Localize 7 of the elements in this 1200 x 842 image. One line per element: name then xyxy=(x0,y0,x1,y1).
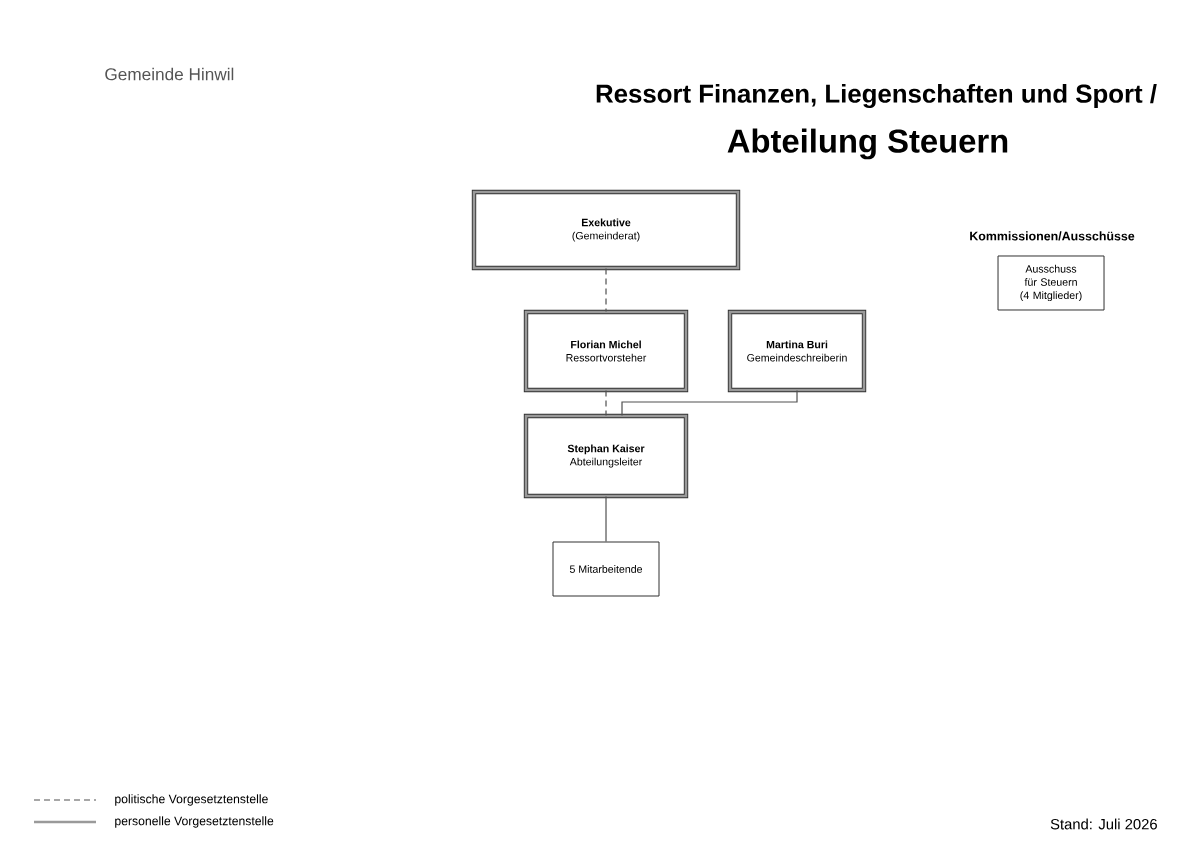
connector-line xyxy=(605,267,607,313)
connector-line xyxy=(621,389,798,417)
subtitle: Abteilung Steuern xyxy=(727,128,1008,160)
title: Ressort Finanzen, Liegenschaften und Sport / xyxy=(596,83,1157,109)
header-text: Gemeinde Hinwil xyxy=(105,67,234,81)
connector-line xyxy=(605,389,607,417)
connector-line xyxy=(605,495,607,543)
